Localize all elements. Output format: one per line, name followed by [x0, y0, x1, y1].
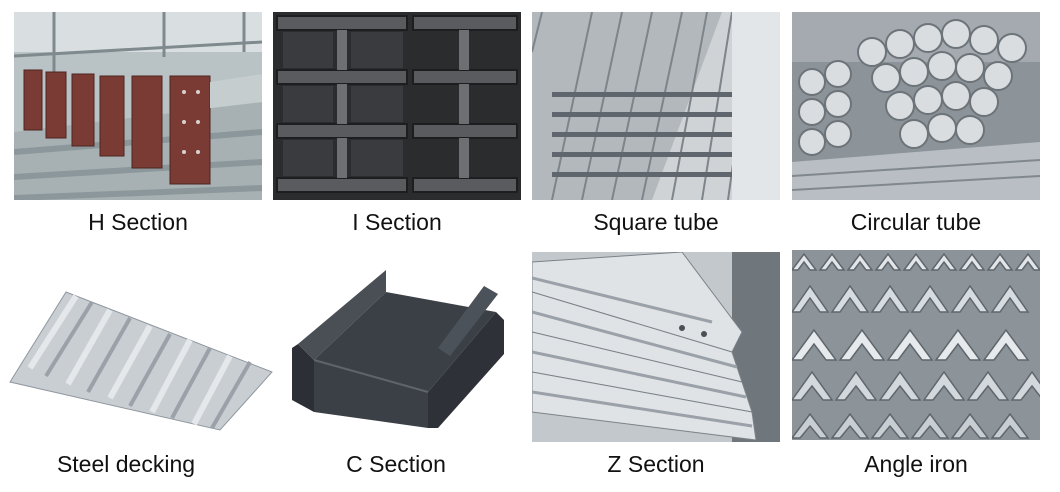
z-section-photo: [532, 252, 780, 442]
circular-tube-label: Circular tube: [850, 209, 982, 235]
i-section-photo: [273, 12, 521, 200]
h-section-photo: [14, 12, 262, 200]
c-section-label: C Section: [346, 451, 446, 477]
square-tube-label: Square tube: [593, 209, 719, 235]
steel-decking-label: Steel decking: [56, 451, 196, 477]
angle-iron-label: Angle iron: [864, 451, 968, 477]
z-section-label: Z Section: [607, 451, 705, 477]
angle-iron-photo: [792, 250, 1040, 440]
i-section-label: I Section: [352, 209, 442, 235]
c-section-photo: [278, 262, 514, 434]
circular-tube-photo: [792, 12, 1040, 200]
square-tube-photo: [532, 12, 780, 200]
h-section-label: H Section: [88, 209, 188, 235]
steel-decking-photo: [6, 252, 274, 442]
